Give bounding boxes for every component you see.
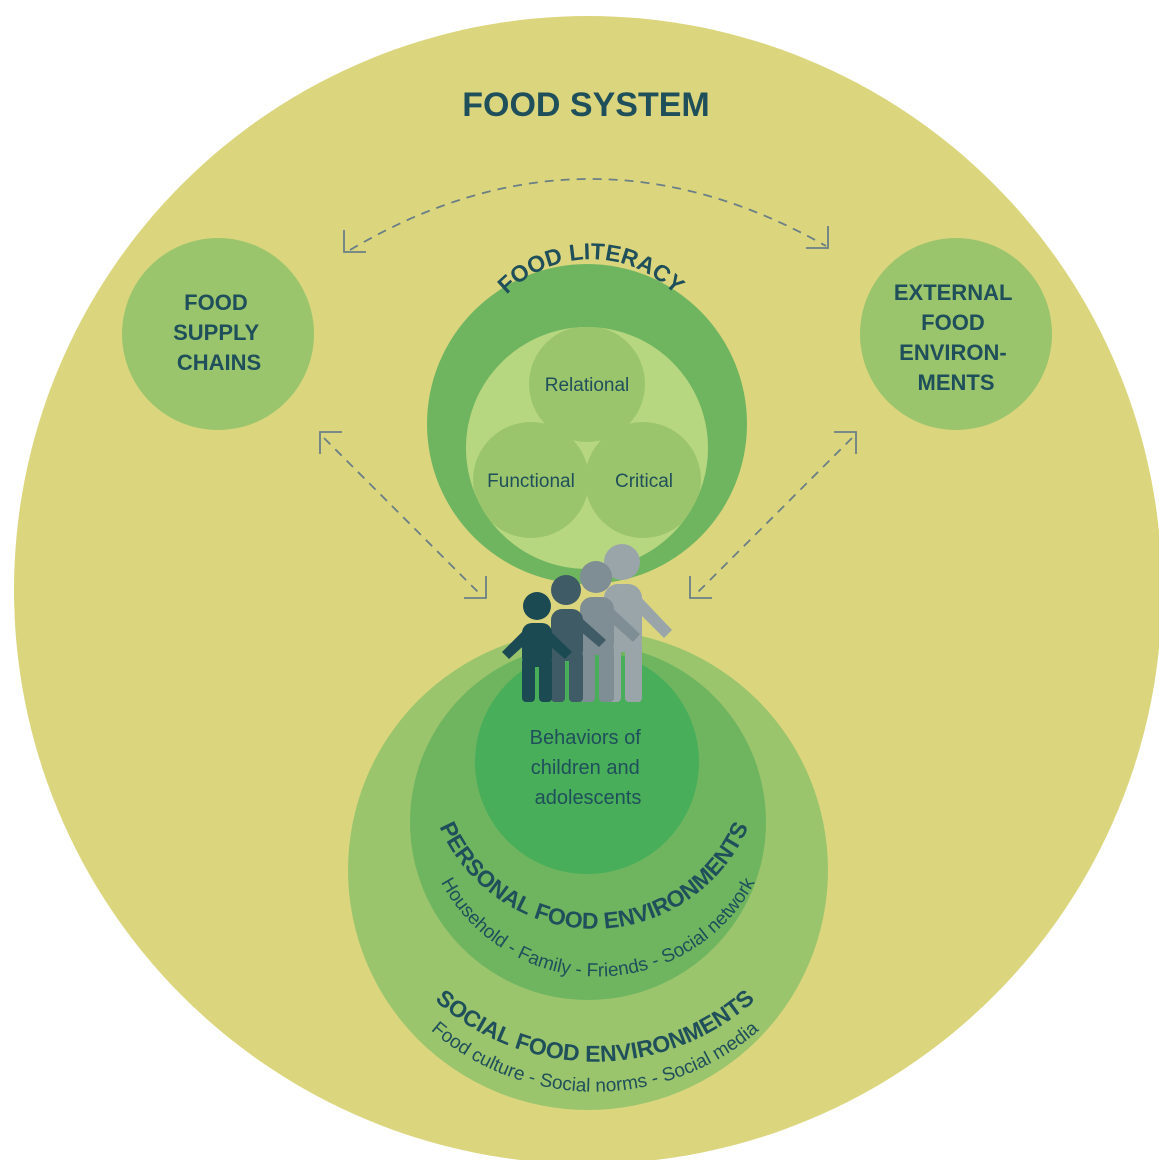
behaviors-circle — [475, 650, 699, 874]
relational-label: Relational — [545, 375, 630, 396]
external-food-environments-label: EXTERNAL FOOD ENVIRON- MENTS — [894, 280, 1018, 395]
critical-label: Critical — [615, 471, 673, 492]
relational-circle — [529, 327, 645, 442]
person-dark-icon — [502, 592, 572, 702]
functional-label: Functional — [487, 471, 575, 492]
food-system-title: FOOD SYSTEM — [462, 86, 709, 124]
external-food-environments-circle — [860, 238, 1052, 430]
food-supply-chains-label: FOOD SUPPLY CHAINS — [173, 290, 265, 375]
dashed-arrow-top — [343, 178, 829, 253]
person-gray-icon — [580, 561, 640, 702]
person-light-icon — [604, 544, 672, 702]
dashed-arrow-right — [689, 431, 857, 599]
functional-circle — [473, 422, 589, 538]
dashed-arrow-left — [319, 431, 487, 599]
critical-circle — [585, 422, 701, 538]
food-supply-chains-circle — [122, 238, 314, 430]
behaviors-label: Behaviors of children and adolescents — [530, 727, 647, 809]
